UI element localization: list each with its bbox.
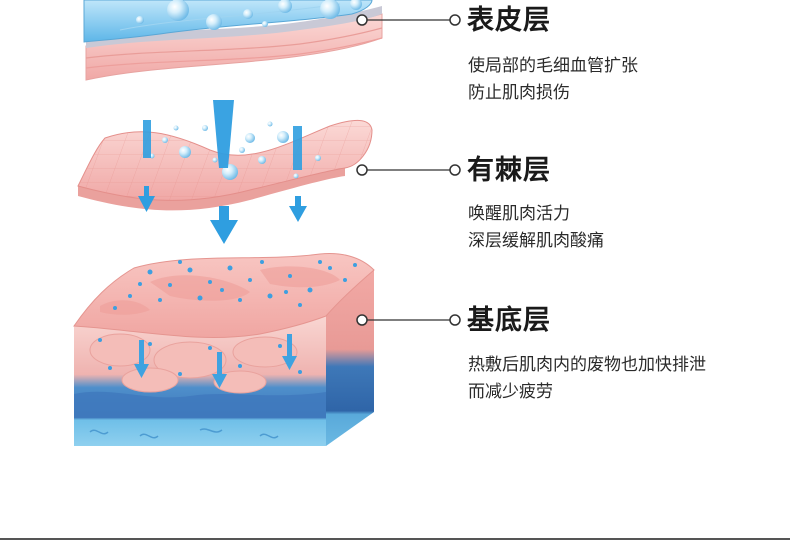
basal-desc-line: 热敷后肌肉内的废物也加快排泄 bbox=[468, 352, 706, 379]
epidermis-layer-illustration bbox=[84, 0, 382, 80]
basal-layer-illustration bbox=[74, 254, 374, 446]
basal-description: 热敷后肌肉内的废物也加快排泄 而减少疲劳 bbox=[468, 352, 706, 406]
epidermis-description: 使局部的毛细血管扩张 防止肌肉损伤 bbox=[468, 53, 638, 107]
spinous-layer-illustration bbox=[78, 100, 372, 244]
epidermis-desc-line: 使局部的毛细血管扩张 bbox=[468, 53, 638, 80]
spinous-leader-line bbox=[357, 165, 460, 175]
epidermis-title: 表皮层 bbox=[467, 7, 551, 34]
basal-desc-line: 而减少疲劳 bbox=[468, 379, 706, 406]
spinous-description: 唤醒肌肉活力 深层缓解肌肉酸痛 bbox=[468, 201, 604, 255]
bottom-divider bbox=[0, 538, 790, 540]
spinous-title: 有棘层 bbox=[467, 157, 551, 184]
basal-title: 基底层 bbox=[467, 307, 551, 334]
epidermis-desc-line: 防止肌肉损伤 bbox=[468, 80, 638, 107]
spinous-desc-line: 深层缓解肌肉酸痛 bbox=[468, 228, 604, 255]
spinous-desc-line: 唤醒肌肉活力 bbox=[468, 201, 604, 228]
